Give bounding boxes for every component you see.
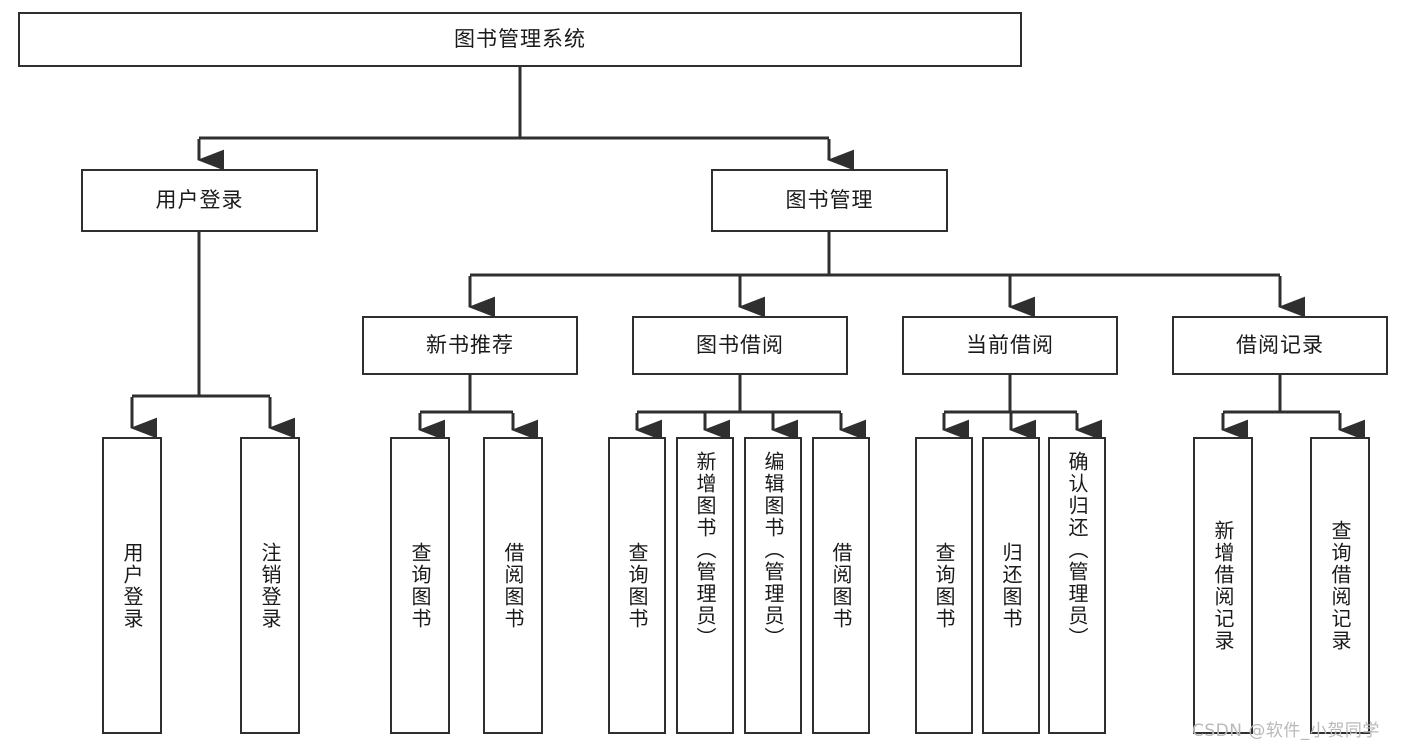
edge-new-book-rec-to-leaves [418,375,539,441]
node-leaf-logout[interactable]: 注销登录 [240,437,300,734]
node-book-borrow[interactable]: 图书借阅 [632,316,848,375]
node-leaf-add-book-admin[interactable]: 新增图书（管理员） [676,437,734,734]
node-leaf-borrow-book-2[interactable]: 借阅图书 [812,437,870,734]
node-leaf-query-book-2[interactable]: 查询图书 [608,437,666,734]
node-label: 借阅图书 [829,541,853,630]
node-borrow-record[interactable]: 借阅记录 [1172,316,1388,375]
node-label: 新书推荐 [426,333,514,358]
node-label: 确认归还（管理员） [1065,451,1089,649]
node-label: 新增图书（管理员） [693,451,717,649]
node-label: 查询图书 [932,541,956,630]
node-label: 查询借阅记录 [1328,519,1352,652]
node-label: 编辑图书（管理员） [761,451,785,649]
node-label: 图书管理系统 [454,27,586,52]
node-leaf-return-book[interactable]: 归还图书 [982,437,1040,734]
edge-borrow-record-to-leaves [1221,375,1366,441]
node-leaf-query-borrow-record[interactable]: 查询借阅记录 [1310,437,1370,734]
node-leaf-add-borrow-record[interactable]: 新增借阅记录 [1193,437,1253,734]
node-label: 注销登录 [258,541,282,630]
node-new-book-rec[interactable]: 新书推荐 [362,316,578,375]
node-book-manage[interactable]: 图书管理 [711,169,948,232]
node-label: 新增借阅记录 [1211,519,1235,652]
node-label: 图书管理 [785,188,874,213]
watermark-text: CSDN @软件_小贺同学 [1192,721,1380,741]
node-current-borrow[interactable]: 当前借阅 [902,316,1118,375]
edge-current-borrow-to-leaves [942,375,1103,441]
node-label: 借阅记录 [1236,333,1324,358]
node-label: 查询图书 [408,541,432,630]
node-root[interactable]: 图书管理系统 [18,12,1022,67]
node-leaf-user-login[interactable]: 用户登录 [102,437,162,734]
node-leaf-confirm-return-admin[interactable]: 确认归还（管理员） [1048,437,1106,734]
node-label: 用户登录 [120,541,144,630]
node-user-login[interactable]: 用户登录 [81,169,318,232]
node-label: 当前借阅 [966,333,1054,358]
edge-book-borrow-to-leaves [635,375,867,441]
node-leaf-edit-book-admin[interactable]: 编辑图书（管理员） [744,437,802,734]
node-leaf-query-book-1[interactable]: 查询图书 [390,437,450,734]
node-label: 图书借阅 [696,333,784,358]
edge-root-to-level2 [197,67,855,171]
node-label: 归还图书 [999,541,1023,630]
node-leaf-borrow-book-1[interactable]: 借阅图书 [483,437,543,734]
node-label: 借阅图书 [501,541,525,630]
edge-user-login-to-leaves [130,232,296,439]
node-label: 查询图书 [625,541,649,630]
edge-book-manage-to-level3 [468,232,1306,318]
node-label: 用户登录 [155,188,244,213]
node-leaf-query-book-3[interactable]: 查询图书 [915,437,973,734]
